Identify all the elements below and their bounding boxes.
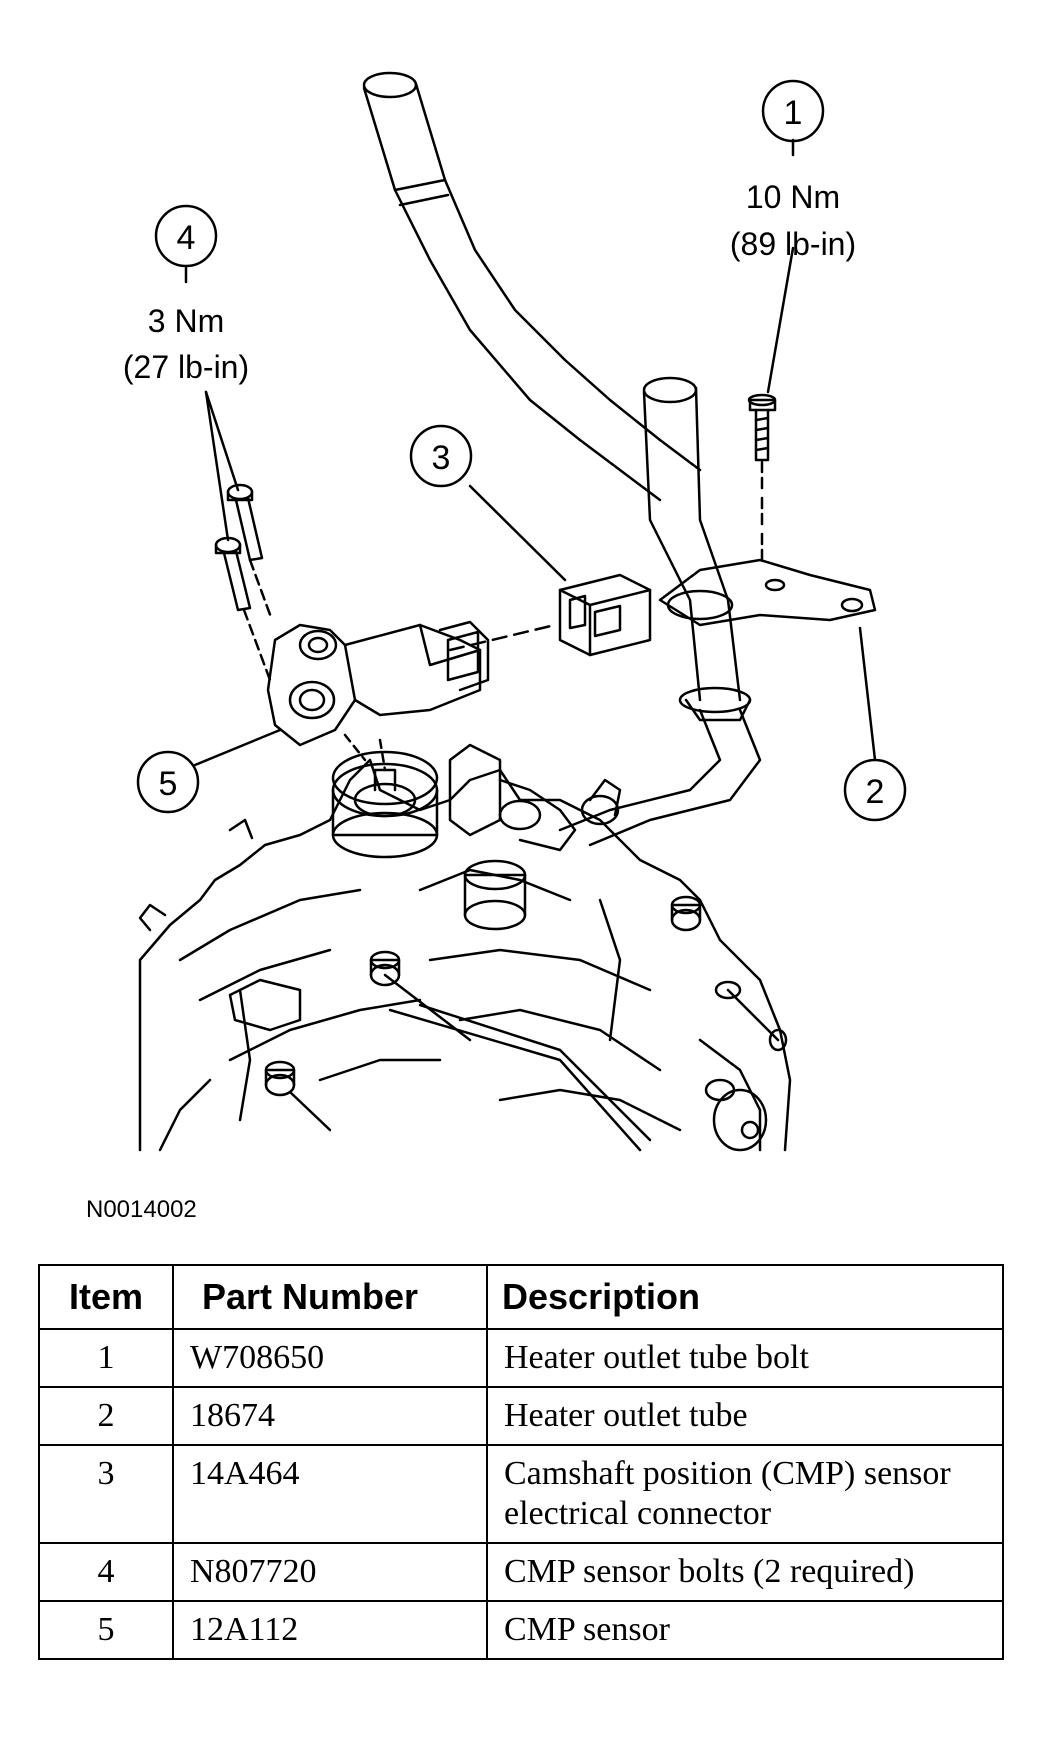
callout-1-number: 1 [784, 94, 803, 132]
sensor-mount-boss [331, 743, 622, 859]
header-item: Item [38, 1264, 174, 1330]
row-item: 4 [38, 1542, 174, 1602]
callout-1-torque-imperial: (89 lb-in) [730, 226, 856, 262]
row-part-number: W708650 [172, 1328, 488, 1388]
row-part-number: N807720 [172, 1542, 488, 1602]
parts-table-header-row: Item Part Number Description [38, 1264, 1004, 1330]
table-row: 1 W708650 Heater outlet tube bolt [38, 1328, 1004, 1388]
row-item: 5 [38, 1600, 174, 1660]
callout-1: 1 10 Nm (89 lb-in) [730, 79, 856, 262]
cmp-sensor [266, 620, 490, 772]
callout-2-number: 2 [866, 773, 885, 811]
callout-5: 5 [136, 750, 200, 814]
figure-reference-code: N0014002 [86, 1196, 197, 1223]
cmp-sensor-connector [448, 573, 652, 657]
header-part-number: Part Number [172, 1264, 488, 1330]
heater-outlet-tube [362, 71, 877, 847]
row-description: Camshaft position (CMP) sensor electrica… [486, 1444, 1004, 1544]
callout-4-torque-imperial: (27 lb-in) [123, 349, 249, 385]
row-description: Heater outlet tube bolt [486, 1328, 1004, 1388]
heater-outlet-tube-bolt [747, 393, 777, 562]
table-row: 3 14A464 Camshaft position (CMP) sensor … [38, 1444, 1004, 1544]
table-row: 4 N807720 CMP sensor bolts (2 required) [38, 1542, 1004, 1602]
leader-lines [184, 138, 877, 767]
table-row: 2 18674 Heater outlet tube [38, 1386, 1004, 1446]
callout-3-number: 3 [432, 439, 451, 477]
row-description: Heater outlet tube [486, 1386, 1004, 1446]
callout-3: 3 [409, 424, 473, 488]
row-part-number: 14A464 [172, 1444, 488, 1544]
row-item: 2 [38, 1386, 174, 1446]
cmp-sensor-bolts [214, 483, 274, 682]
callout-4: 4 3 Nm (27 lb-in) [123, 204, 249, 385]
callout-1-torque-metric: 10 Nm [746, 179, 840, 215]
callout-5-number: 5 [159, 765, 178, 803]
table-row: 5 12A112 CMP sensor [38, 1600, 1004, 1660]
callout-4-torque-metric: 3 Nm [148, 303, 224, 339]
row-item: 3 [38, 1444, 174, 1544]
row-item: 1 [38, 1328, 174, 1388]
row-part-number: 18674 [172, 1386, 488, 1446]
exploded-view-diagram: 1 10 Nm (89 lb-in) 2 3 4 3 Nm (27 lb-in)… [123, 71, 907, 1152]
row-part-number: 12A112 [172, 1600, 488, 1660]
parts-table: Item Part Number Description 1 W708650 H… [38, 1264, 1004, 1660]
row-description: CMP sensor [486, 1600, 1004, 1660]
callout-2: 2 [843, 758, 907, 822]
row-description: CMP sensor bolts (2 required) [486, 1542, 1004, 1602]
engine-housing [138, 758, 792, 1152]
callout-4-number: 4 [177, 219, 196, 257]
header-description: Description [486, 1264, 1004, 1330]
